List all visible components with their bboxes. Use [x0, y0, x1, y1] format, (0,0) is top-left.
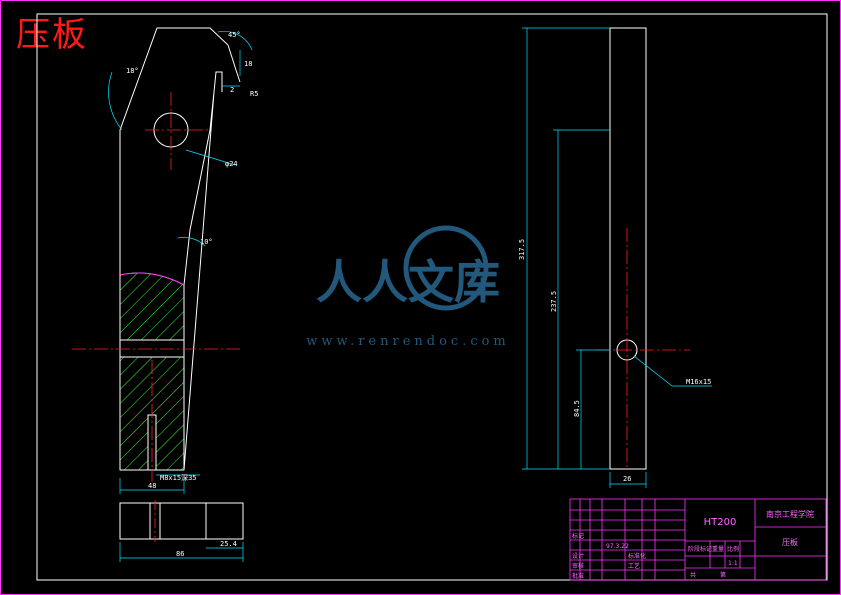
- left-centerlines: [72, 92, 242, 482]
- dim-48: 48: [148, 482, 156, 490]
- dim-2375: 237.5: [550, 291, 558, 312]
- watermark-url: www.renrendoc.com: [306, 334, 510, 349]
- corner-title: 压板: [16, 15, 88, 55]
- left-dimensions: [108, 31, 253, 562]
- tb-part-name: 压板: [782, 537, 798, 547]
- tb-material: HT200: [704, 517, 737, 528]
- tb-school: 南京工程学院: [766, 509, 814, 519]
- dim-2: 2: [230, 86, 234, 94]
- tb-note-sheet: 第: [720, 571, 726, 579]
- tb-note-design: 设计: [572, 552, 584, 560]
- inner-frame: [36, 13, 828, 581]
- right-dimensions: [522, 27, 712, 488]
- break-line: [119, 272, 185, 286]
- tb-note-stage: 阶段标记: [688, 545, 712, 553]
- right-centerlines: [596, 228, 690, 470]
- watermark-logo: [403, 225, 489, 311]
- dim-26: 26: [623, 475, 631, 483]
- dim-845: 84.5: [573, 400, 581, 417]
- dim-angle-top: 45°: [228, 31, 241, 39]
- tb-note-review: 审核: [572, 562, 584, 570]
- tb-note-mark: 标记: [572, 532, 584, 540]
- tb-note-approve: 批准: [572, 572, 584, 580]
- tb-note-std: 标准化: [628, 552, 646, 560]
- tb-scale: 1:1: [728, 560, 738, 567]
- dim-angle-left: 18°: [126, 67, 139, 75]
- title-block: [569, 498, 827, 581]
- tb-note-weight: 重量: [712, 545, 724, 553]
- dim-18: 18: [244, 60, 252, 68]
- dim-3175: 317.5: [518, 239, 526, 260]
- tb-note-total: 共: [690, 571, 696, 579]
- dim-thread-left: M8x15深35: [160, 473, 197, 482]
- watermark: 人人文库 www.renrendoc.com: [306, 225, 510, 349]
- bottom-view: [119, 502, 244, 540]
- dim-angle-lower: 10°: [200, 238, 213, 246]
- hatch-upper: [119, 272, 185, 341]
- dim-254: 25.4: [220, 540, 237, 548]
- watermark-cn: 人人文库: [316, 255, 500, 309]
- tb-note-process: 工艺: [628, 562, 640, 570]
- dim-hole-dia: φ24: [225, 160, 238, 168]
- dim-r5: R5: [250, 90, 258, 98]
- dim-thread-right: M16x15: [686, 378, 711, 386]
- dim-86: 86: [176, 550, 184, 558]
- tb-note-scale: 比例: [727, 545, 739, 553]
- right-view: [609, 27, 647, 470]
- tb-date: 97.3.22: [606, 543, 629, 550]
